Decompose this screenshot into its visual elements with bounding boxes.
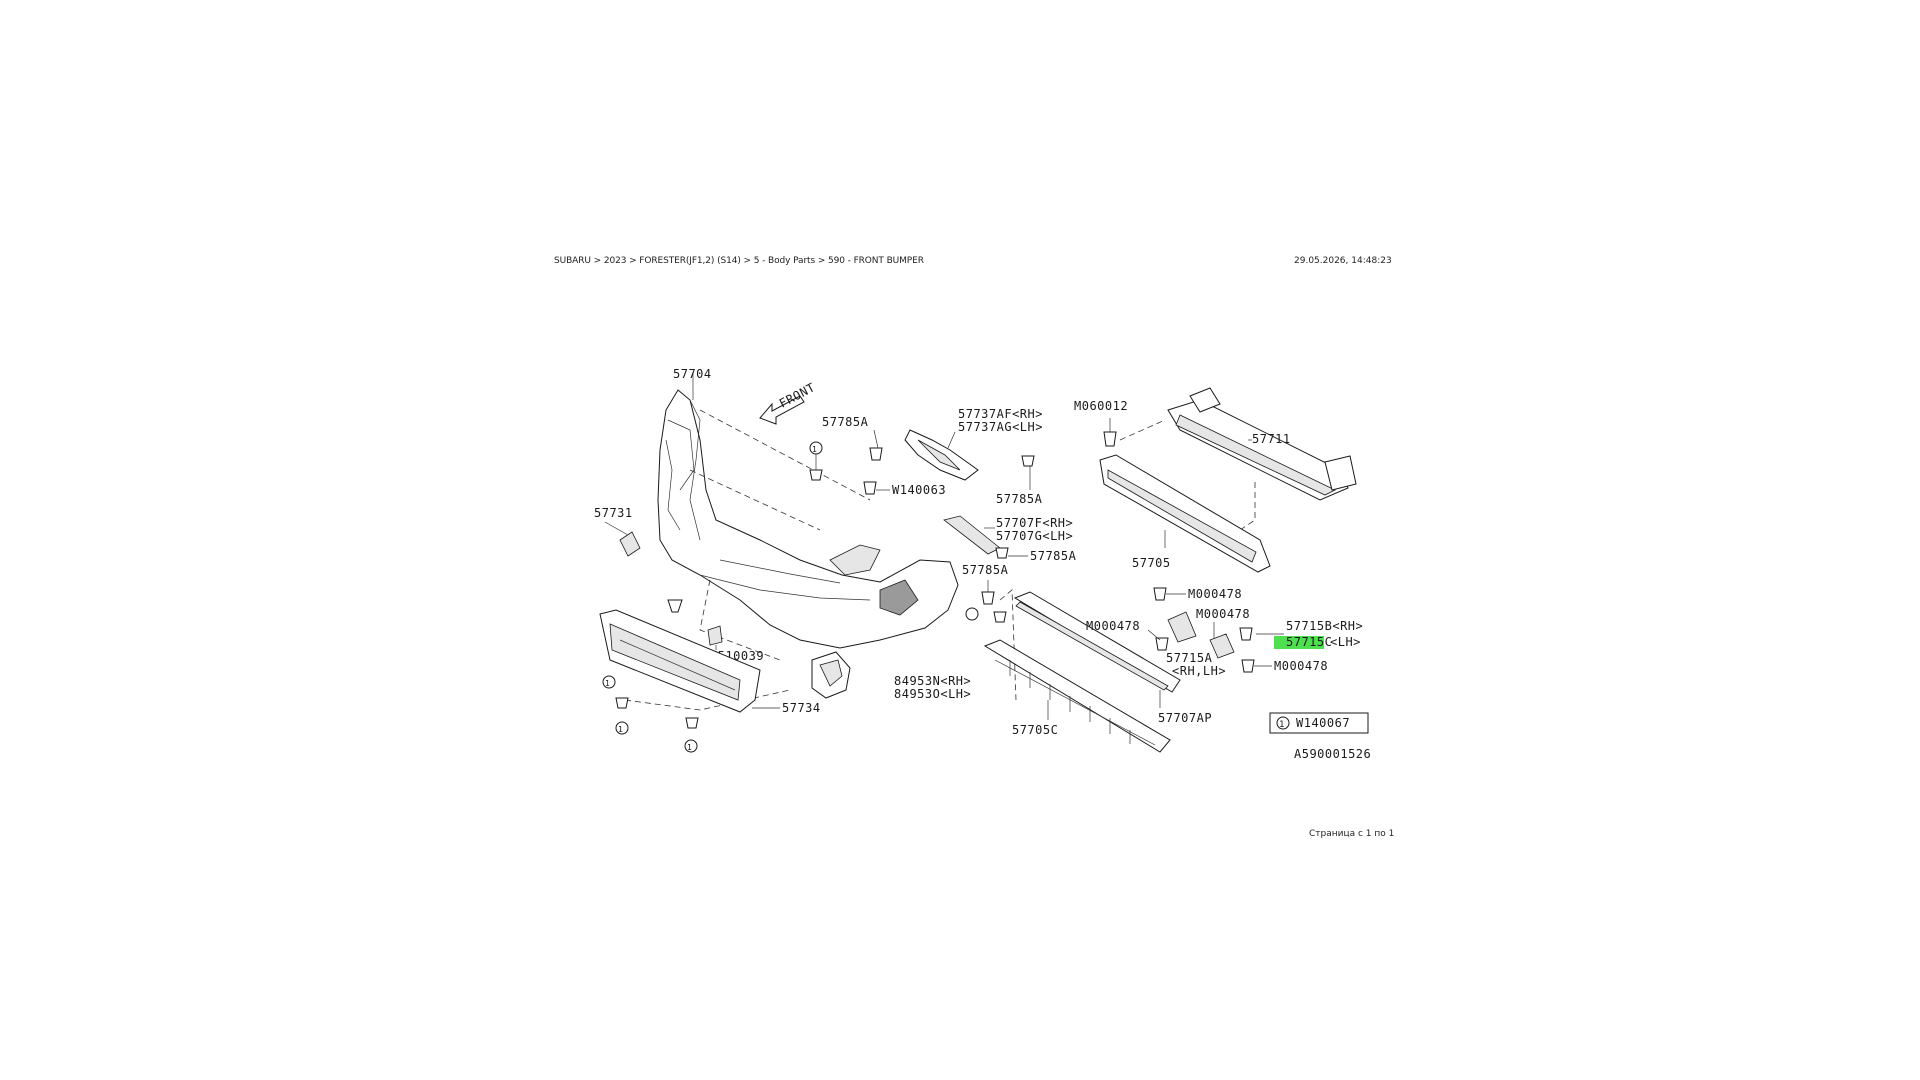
label-84953n: 84953N<RH> (894, 674, 971, 688)
label-57707ap: 57707AP (1158, 711, 1212, 725)
clip-57785a-third[interactable] (995, 547, 1009, 559)
bracket-57715b-c[interactable] (1209, 627, 1253, 659)
label-57715a-side: <RH,LH> (1172, 664, 1226, 678)
label-57737af: 57737AF<RH> (958, 407, 1043, 421)
callout-code: W140067 (1296, 716, 1350, 730)
front-arrow-icon (759, 395, 805, 425)
fog-cover-84953[interactable] (811, 651, 851, 699)
bolt-m060012[interactable] (1103, 431, 1117, 447)
svg-text:1: 1 (618, 725, 623, 734)
label-w140063: W140063 (892, 483, 946, 497)
clip-w140063[interactable] (863, 481, 877, 495)
bracket-57707f-g[interactable] (943, 515, 1001, 555)
clip-57785a-second[interactable] (1021, 455, 1035, 467)
label-57731: 57731 (594, 506, 633, 520)
label-57737ag: 57737AG<LH> (958, 420, 1043, 434)
svg-text:1: 1 (605, 679, 610, 688)
clip-57785a-top[interactable] (869, 447, 883, 461)
clip-icon (965, 607, 979, 621)
energy-absorber-57705[interactable] (1099, 454, 1271, 573)
label-57711: 57711 (1252, 432, 1291, 446)
bolt-m000478-1[interactable] (1153, 587, 1167, 601)
page-counter: Страница с 1 по 1 (1309, 829, 1395, 839)
bracket-57715a[interactable] (1155, 611, 1197, 651)
clip-icon (667, 599, 683, 613)
label-m000478-1: M000478 (1188, 587, 1242, 601)
label-m000478-3: M000478 (1196, 607, 1250, 621)
label-57785a-1: 57785A (822, 415, 869, 429)
label-57785a-2: 57785A (996, 492, 1043, 506)
label-m060012: M060012 (1074, 399, 1128, 413)
label-57705: 57705 (1132, 556, 1171, 570)
clip-57785a-fourth[interactable] (981, 591, 1007, 623)
bumper-face-57704[interactable] (657, 389, 959, 649)
lower-grille-57705c[interactable] (983, 639, 1171, 753)
clip-icon: 1 1 1 (602, 675, 699, 753)
label-57715b: 57715B<RH> (1286, 619, 1363, 633)
clip-icon: 1 (809, 441, 823, 481)
label-57785a-3: 57785A (1030, 549, 1077, 563)
label-57707f: 57707F<RH> (996, 516, 1073, 530)
label-m000478-4: M000478 (1274, 659, 1328, 673)
label-m000478-2: M000478 (1086, 619, 1140, 633)
label-57734: 57734 (782, 701, 821, 715)
print-timestamp: 29.05.2026, 14:48:23 (1294, 256, 1392, 266)
reinforcement-57711[interactable] (1167, 387, 1357, 501)
bracket-57737af-ag[interactable] (904, 429, 979, 481)
fastener-n510039[interactable] (707, 625, 723, 646)
breadcrumb: SUBARU > 2023 > FORESTER(JF1,2) (S14) > … (554, 256, 924, 266)
bracket-57731[interactable] (619, 531, 641, 557)
grille-57707ap[interactable] (1013, 591, 1181, 693)
callout-number: 1 (1279, 720, 1285, 730)
bolt-m000478-4[interactable] (1241, 659, 1255, 673)
label-57715a: 57715A (1166, 651, 1213, 665)
svg-text:1: 1 (812, 445, 817, 454)
label-57715c-side: <LH> (1330, 635, 1361, 649)
label-57704: 57704 (673, 367, 712, 381)
label-57707g: 57707G<LH> (996, 529, 1073, 543)
label-57705c: 57705C (1012, 723, 1058, 737)
under-cover-57734[interactable] (599, 609, 761, 713)
label-57715c[interactable]: 57715C (1286, 635, 1332, 649)
callout-legend: 1 W140067 (1269, 712, 1369, 734)
svg-text:1: 1 (687, 743, 692, 752)
label-57785a-4: 57785A (962, 563, 1009, 577)
highlight-57715c (1274, 636, 1324, 649)
label-84953o: 84953O<LH> (894, 687, 971, 701)
diagram-reference-code: A590001526 (1294, 747, 1371, 761)
